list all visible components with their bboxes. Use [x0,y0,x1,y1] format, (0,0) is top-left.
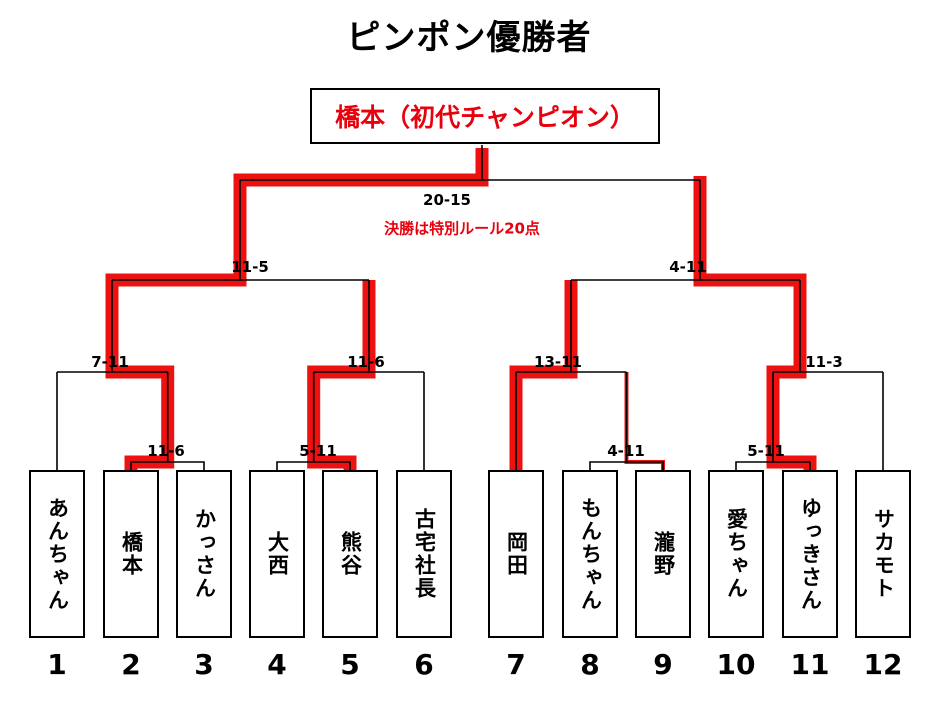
score-r1-left-b: 5-11 [299,442,337,460]
seed-label-12: 12 [863,648,903,681]
player-name: あんちゃん [45,496,70,612]
player-box-9: 瀧野 [635,470,691,638]
bracket-lines-right [515,180,884,470]
bracket-lines-final [240,145,700,181]
seed-label-6: 6 [414,648,434,681]
score-qf-left-outer: 7-11 [91,353,129,371]
score-qf-right-outer: 11-3 [805,353,843,371]
player-box-2: 橋本 [103,470,159,638]
seed-label-3: 3 [194,648,214,681]
bracket-lines-left [56,180,425,470]
page-title: ピンポン優勝者 [346,18,592,58]
seed-label-8: 8 [580,648,600,681]
score-r1-right-a: 4-11 [607,442,645,460]
winner-path-okada [509,280,578,470]
player-name: 大西 [265,531,290,577]
player-name: 橋本 [119,531,144,577]
seed-label-5: 5 [340,648,360,681]
player-name: 愛ちゃん [724,508,749,600]
champion-box: 橋本（初代チャンピオン） [310,88,660,144]
player-name: サカモト [871,508,896,600]
seed-label-2: 2 [121,648,141,681]
champion-label: 橋本（初代チャンピオン） [335,103,635,132]
final-rule-note: 決勝は特別ルール20点 [384,219,540,238]
player-name: 岡田 [504,531,529,577]
player-box-10: 愛ちゃん [708,470,764,638]
player-box-12: サカモト [855,470,911,638]
winner-path-yukkisan [693,176,817,470]
player-box-4: 大西 [249,470,305,638]
player-box-1: あんちゃん [29,470,85,638]
score-semifinal-left: 11-5 [231,258,269,276]
seed-label-11: 11 [790,648,830,681]
player-box-5: 熊谷 [322,470,378,638]
player-name: ゆっきさん [798,496,823,612]
player-name: 瀧野 [651,531,676,577]
player-box-8: もんちゃん [562,470,618,638]
player-box-3: かっさん [176,470,232,638]
player-name: もんちゃん [578,496,603,612]
player-box-6: 古宅社長 [396,470,452,638]
seed-label-10: 10 [716,648,756,681]
player-name: かっさん [192,508,217,600]
score-r1-left-a: 11-6 [147,442,185,460]
score-qf-right-inner: 13-11 [534,353,582,371]
score-semifinal-right: 4-11 [669,258,707,276]
score-r1-right-b: 5-11 [747,442,785,460]
player-box-11: ゆっきさん [782,470,838,638]
player-name: 古宅社長 [412,508,437,600]
seed-label-7: 7 [506,648,526,681]
score-final: 20-15 [423,191,471,209]
score-qf-left-inner: 11-6 [347,353,385,371]
player-box-7: 岡田 [488,470,544,638]
player-name: 熊谷 [338,531,363,577]
seed-label-9: 9 [653,648,673,681]
seed-label-1: 1 [47,648,67,681]
seed-label-4: 4 [267,648,287,681]
